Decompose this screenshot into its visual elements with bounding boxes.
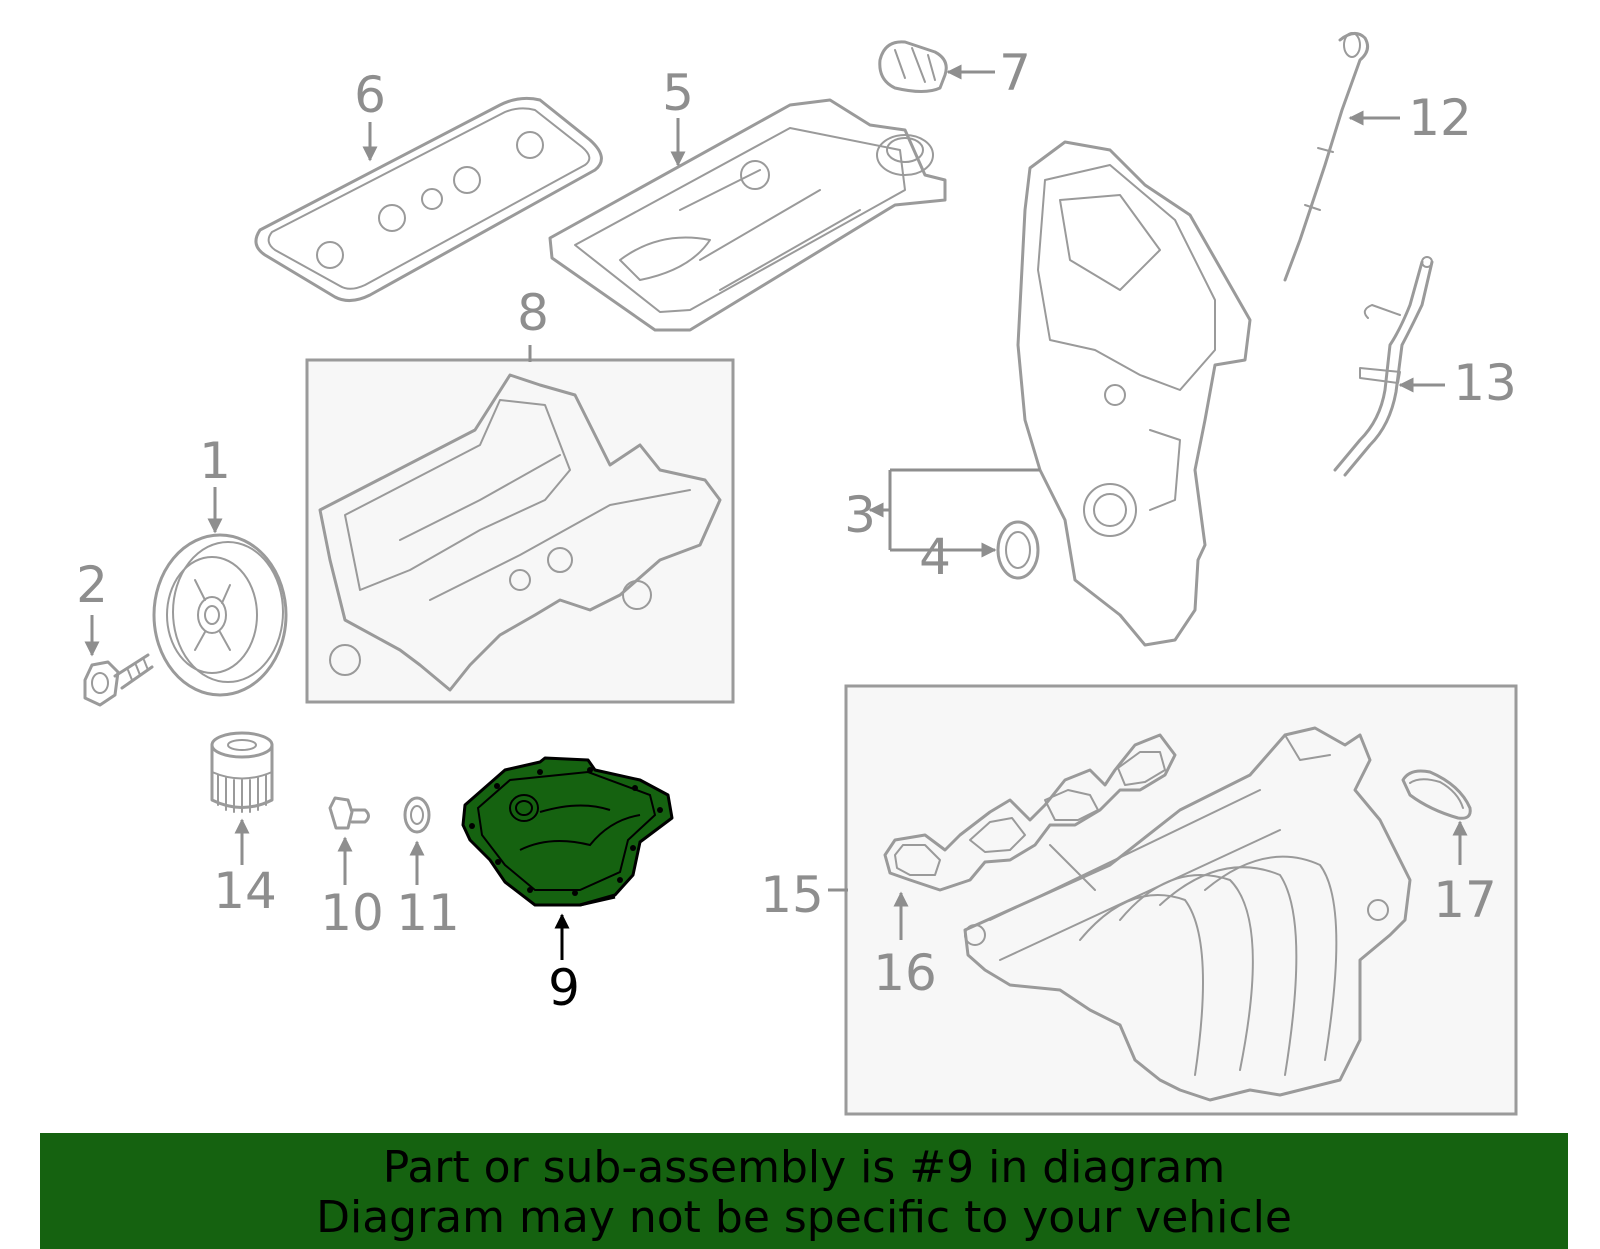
callout-5: 5 xyxy=(662,64,694,122)
timing-cover-3[interactable] xyxy=(1016,140,1252,647)
drain-plug-10[interactable] xyxy=(328,796,370,830)
callout-12: 12 xyxy=(1408,89,1472,147)
banner-line-1: Part or sub-assembly is #9 in diagram xyxy=(382,1142,1226,1193)
callout-7: 7 xyxy=(999,44,1031,102)
callout-14: 14 xyxy=(213,862,277,920)
pulley-bolt-2[interactable] xyxy=(83,653,154,707)
drain-plug-washer-11[interactable] xyxy=(403,796,431,834)
crankshaft-pulley-1[interactable] xyxy=(152,533,288,697)
oil-filler-cap-7[interactable] xyxy=(878,40,948,93)
valve-cover-5[interactable] xyxy=(548,98,947,332)
callout-2: 2 xyxy=(76,556,108,614)
intake-manifold-15[interactable] xyxy=(963,726,1412,1102)
callout-9: 9 xyxy=(548,959,580,1017)
oil-dipstick-12[interactable] xyxy=(1283,32,1370,282)
callout-8: 8 xyxy=(517,284,549,342)
upper-oil-pan-box xyxy=(305,358,735,704)
intake-manifold-gasket-16[interactable] xyxy=(883,733,1177,892)
callout-3: 3 xyxy=(844,486,876,544)
callout-11: 11 xyxy=(396,884,460,942)
dipstick-tube-13[interactable] xyxy=(1333,256,1434,477)
throttle-body-gasket-17[interactable] xyxy=(1401,769,1472,820)
callout-10: 10 xyxy=(320,884,384,942)
intake-manifold-box xyxy=(844,684,1518,1116)
lower-oil-pan-9[interactable] xyxy=(461,756,674,907)
callout-1: 1 xyxy=(199,432,231,490)
valve-cover-gasket-6[interactable] xyxy=(254,96,603,302)
oil-filter-14[interactable] xyxy=(210,731,274,813)
callout-17: 17 xyxy=(1433,871,1497,929)
front-crank-seal-4[interactable] xyxy=(996,520,1040,580)
callout-6: 6 xyxy=(354,66,386,124)
callout-13: 13 xyxy=(1453,354,1517,412)
callout-4: 4 xyxy=(919,528,951,586)
upper-oil-pan-8[interactable] xyxy=(318,373,722,692)
callout-16: 16 xyxy=(873,944,937,1002)
callout-15: 15 xyxy=(760,866,824,924)
info-banner: Part or sub-assembly is #9 in diagram Di… xyxy=(40,1133,1568,1249)
banner-line-2: Diagram may not be specific to your vehi… xyxy=(316,1192,1292,1243)
